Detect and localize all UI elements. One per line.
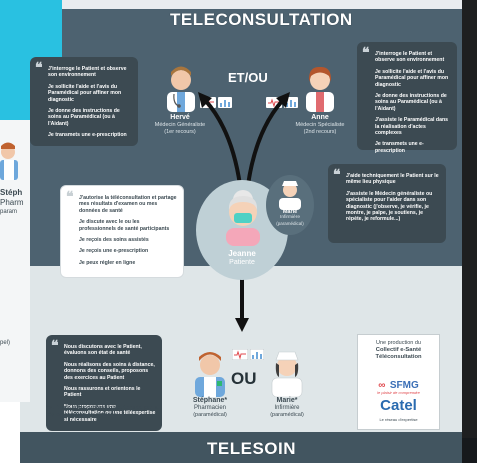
- marie-speech-bubble: ❝ J'aide techniquement le Patient sur le…: [328, 164, 446, 243]
- footnote: *ou toute autre profession autorisée par…: [46, 405, 159, 418]
- quote-icon: ❝: [66, 189, 74, 205]
- chart-icon: [218, 97, 232, 108]
- nurse-icon: [271, 351, 303, 398]
- sfmg-text: SFMG: [389, 380, 419, 391]
- jeanne-name: Jeanne: [228, 249, 256, 258]
- quote-icon: ❝: [35, 60, 43, 76]
- telesoin-title: TELESOIN: [207, 439, 297, 458]
- quote-icon: ❝: [333, 167, 341, 183]
- anne-level: (2nd recours): [303, 129, 337, 135]
- teleconsultation-title: TELECONSULTATION: [170, 10, 353, 29]
- telesoin-speech-bubble: ❝ Nous discutons avec le Patient, évaluo…: [46, 335, 162, 431]
- herve-level: (1er recours): [164, 129, 196, 135]
- left-edge-role: Pharm: [0, 198, 24, 207]
- anne-name: Anne: [311, 114, 329, 121]
- specialist-doctor-icon: [306, 66, 334, 112]
- quote-icon: ❝: [51, 338, 59, 354]
- marie-top-level: (paramédical): [276, 221, 304, 226]
- herve-speech-bubble: ❝ J'interroge le Patient et observe son …: [30, 57, 138, 146]
- pharmacist-partial-icon: [0, 142, 18, 180]
- left-edge-name: Stéph: [0, 188, 23, 197]
- doctor-icon: [167, 66, 195, 112]
- marie-top-role: Infirmière: [280, 215, 300, 220]
- marie-top-name: Marie: [282, 209, 298, 215]
- herve-chart-icon: [218, 95, 232, 113]
- production-collectif: Collectif e-Santé Téléconsultation: [375, 347, 422, 360]
- jeanne-figure: [220, 186, 266, 251]
- marie-bottom-figure: [268, 349, 306, 402]
- stephane-role: Pharmacien: [193, 405, 226, 411]
- monitor-icon: [231, 348, 249, 361]
- photo-strip: [62, 0, 477, 9]
- anne-role: Médecin Spécialiste: [295, 122, 345, 128]
- marie-bottom-name: Marie*: [276, 397, 298, 404]
- production-intro: Une production du: [376, 340, 421, 346]
- patient-icon: [226, 190, 260, 246]
- sfmg-logo: ∞ SFMG: [368, 375, 429, 393]
- catel-tagline: Le réseau d'expertise: [379, 417, 418, 422]
- stephane-figure: [191, 349, 229, 402]
- jeanne-role: Patiente: [229, 259, 255, 266]
- quote-icon: ❝: [362, 45, 370, 61]
- herve-name: Hervé: [170, 114, 190, 121]
- marie-top-figure: [276, 178, 304, 215]
- chart-icon: [249, 348, 265, 361]
- bottom-chart-icon: [249, 347, 265, 365]
- anne-speech-bubble: ❝ J'interroge le Patient et observe son …: [357, 42, 457, 154]
- sfmg-tagline: le plaisir de comprendre: [377, 390, 420, 395]
- jeanne-speech-bubble: ❝ J'autorise la téléconsultation et part…: [60, 185, 184, 278]
- left-edge-extra: pel): [0, 340, 11, 346]
- herve-figure: [163, 64, 199, 112]
- pharmacist-icon: [195, 352, 225, 397]
- telesoin-bar: [20, 432, 462, 463]
- right-black-edge: [462, 0, 477, 463]
- left-edge-level: param: [0, 209, 18, 215]
- marie-bottom-level: (paramédical): [270, 412, 304, 418]
- stephane-name: Stéphane*: [192, 397, 228, 404]
- catel-logo: Catel: [380, 397, 417, 414]
- herve-role: Médecin Généraliste: [154, 122, 206, 128]
- nurse-icon: [279, 181, 301, 210]
- production-box: Une production du Collectif e-Santé Télé…: [357, 334, 440, 430]
- ou-label: OU: [231, 369, 257, 388]
- et-ou-label: ET/OU: [228, 70, 268, 85]
- stephane-level: (paramédical): [193, 412, 227, 418]
- bottom-monitor-icon: [231, 347, 249, 365]
- anne-figure: [302, 64, 338, 112]
- sfmg-mark-icon: ∞: [378, 380, 386, 391]
- left-edge-figure: [0, 140, 22, 180]
- marie-bottom-role: Infirmière: [274, 405, 300, 411]
